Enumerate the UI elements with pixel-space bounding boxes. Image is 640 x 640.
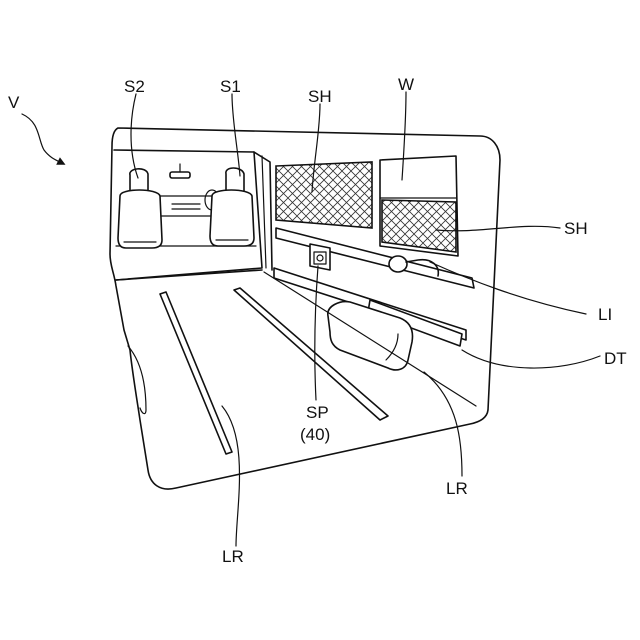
leader-s1 xyxy=(232,94,240,176)
label-shade-upper: SH xyxy=(308,87,332,106)
leader-lr-right xyxy=(424,372,462,476)
seat-s1 xyxy=(210,168,254,246)
leader-dt xyxy=(462,350,600,368)
floor-rail-left xyxy=(160,292,232,454)
leader-li xyxy=(430,262,586,314)
label-rail-right: LR xyxy=(446,479,468,498)
label-vehicle: V xyxy=(8,93,20,112)
dash-vent xyxy=(172,204,200,209)
label-shade-right: SH xyxy=(564,219,588,238)
label-speaker-number: (40) xyxy=(300,425,330,444)
seat-s2 xyxy=(118,169,162,248)
label-seat-s2: S2 xyxy=(124,77,145,96)
label-light: LI xyxy=(598,305,612,324)
label-seat-s1: S1 xyxy=(220,77,241,96)
b-pillar-inner xyxy=(262,156,266,268)
label-window: W xyxy=(398,75,414,94)
rearview-mirror xyxy=(170,172,190,178)
speaker-unit xyxy=(310,244,330,270)
leader-s2 xyxy=(131,94,138,178)
lower-window-shade xyxy=(382,200,456,252)
leader-sp xyxy=(315,266,318,400)
front-floor-edge xyxy=(116,270,262,280)
vehicle-pointer xyxy=(22,114,64,164)
label-rail-bottom: LR xyxy=(222,547,244,566)
label-deck: DT xyxy=(604,349,627,368)
label-speaker: SP xyxy=(306,403,329,422)
upper-window-shade xyxy=(276,162,372,228)
